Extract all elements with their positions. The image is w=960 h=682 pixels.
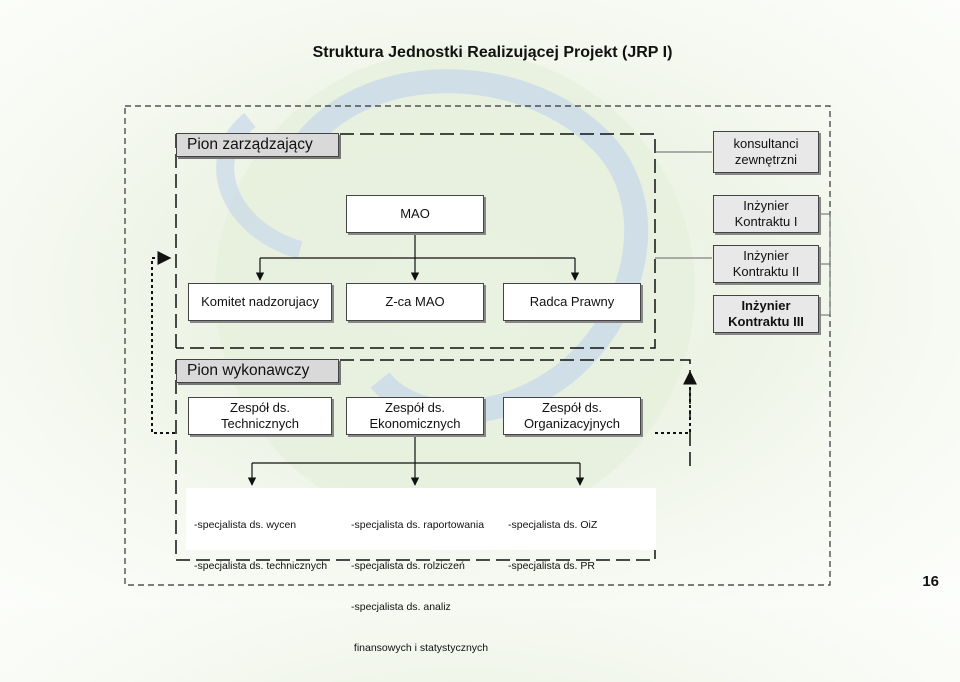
komitet-box: Komitet nadzorujacy bbox=[188, 283, 332, 321]
list-item: -specjalista ds. raportowania bbox=[351, 519, 485, 532]
executive-division-header: Pion wykonawczy bbox=[176, 359, 339, 383]
page-number: 16 bbox=[922, 573, 939, 590]
list-item: finansowych i statystycznych bbox=[351, 641, 489, 654]
management-division-header: Pion zarządzający bbox=[176, 133, 339, 157]
team-technical-box: Zespół ds. Technicznych bbox=[188, 397, 332, 435]
mao-box: MAO bbox=[346, 195, 484, 233]
specialists-panel: -specjalista ds. wycen -specjalista ds. … bbox=[186, 488, 656, 654]
zca-mao-box: Z-ca MAO bbox=[346, 283, 484, 321]
inzynier-1-box: Inżynier Kontraktu I bbox=[713, 195, 819, 233]
list-item: -specjalista ds. technicznych bbox=[194, 559, 328, 572]
team-organizational-box: Zespół ds. Organizacyjnych bbox=[503, 397, 641, 435]
list-item: -specjalista ds. OiZ bbox=[508, 519, 598, 532]
list-item: -specjalista ds. rolziczeń bbox=[351, 559, 465, 572]
inzynier-3-box: Inżynier Kontraktu III bbox=[713, 295, 819, 333]
team-economic-box: Zespół ds. Ekonomicznych bbox=[346, 397, 484, 435]
list-item: -specjalista ds. wycen bbox=[194, 519, 297, 532]
specialists-economic-list: -specjalista ds. raportowania -specjalis… bbox=[351, 492, 488, 682]
inzynier-2-box: Inżynier Kontraktu II bbox=[713, 245, 819, 283]
page-title: Struktura Jednostki Realizującej Projekt… bbox=[312, 44, 673, 61]
specialists-technical-list: -specjalista ds. wycen -specjalista ds. … bbox=[194, 492, 327, 601]
list-item: -specjalista ds. PR bbox=[508, 559, 595, 572]
radca-box: Radca Prawny bbox=[503, 283, 641, 321]
specialists-organizational-list: -specjalista ds. OiZ -specjalista ds. PR bbox=[508, 492, 597, 601]
konsultanci-box: konsultanci zewnętrzni bbox=[713, 131, 819, 173]
